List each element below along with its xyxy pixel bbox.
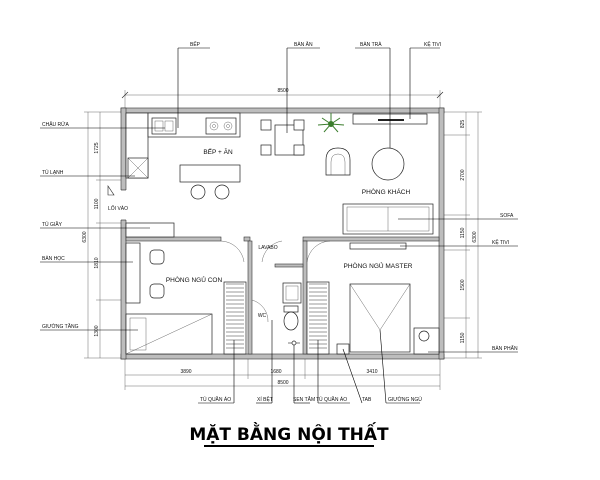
svg-text:SEN TẮM: SEN TẮM: [293, 395, 315, 403]
callout-tu-lanh: TỦ LẠNH: [40, 169, 135, 177]
entry-marker: [107, 185, 115, 196]
svg-text:BẾP: BẾP: [190, 41, 201, 48]
dim-bottom-seg1: 3890: [180, 369, 191, 375]
callout-ban-tra: BÀN TRÀ: [355, 41, 391, 148]
svg-text:TỦ GIẦY: TỦ GIẦY: [42, 221, 63, 228]
fridge-icon: [127, 157, 149, 179]
dim-left-total: 6300: [82, 231, 88, 242]
callout-tu-quan-ao-1: TỦ QUẦN ÁO: [198, 340, 235, 404]
callout-ke-tivi-top: KỆ TIVI: [409, 40, 441, 119]
lavabo-icon: [282, 282, 302, 304]
room-child: PHÒNG NGỦ CON: [166, 275, 223, 284]
dressing-table: [413, 327, 440, 355]
top-dimension: 8500: [121, 88, 444, 110]
svg-text:BÀN PHẤN: BÀN PHẤN: [492, 345, 518, 352]
svg-text:KỆ TIVI: KỆ TIVI: [492, 238, 509, 246]
svg-text:TỦ LẠNH: TỦ LẠNH: [42, 169, 64, 176]
shoe-cabinet: [125, 222, 175, 238]
callout-ban-hoc: BÀN HỌC: [40, 255, 133, 263]
room-wc: WC: [258, 313, 267, 319]
callout-tu-quan-ao-2: TỦ QUẦN ÁO: [316, 340, 350, 404]
dim-left-seg2: 1100: [94, 198, 100, 209]
dim-right-seg5: 1150: [460, 332, 466, 343]
wardrobe-left: [223, 281, 247, 355]
callout-chau-rua: CHẬU RỬA: [40, 121, 165, 129]
dim-left-seg3: 1810: [94, 257, 100, 268]
room-kitchen: BẾP + ĂN: [203, 146, 233, 156]
svg-text:SOFA: SOFA: [500, 213, 514, 219]
armchair-icon: [325, 147, 351, 176]
tea-table: [371, 147, 405, 181]
dim-right-seg4: 1500: [460, 279, 466, 290]
room-master: PHÒNG NGỦ MASTER: [344, 261, 413, 270]
toilet-icon: [283, 305, 299, 331]
callout-ban-phan: BÀN PHẤN: [428, 345, 518, 353]
master-door: [306, 240, 331, 263]
dim-left-seg4: 1300: [94, 325, 100, 336]
callout-giuong-tang: GIƯỜNG TẦNG: [40, 323, 138, 331]
dim-bottom-total: 8500: [277, 380, 288, 386]
shower-icon: [288, 340, 300, 346]
callout-ke-tivi-right: KỆ TIVI: [400, 238, 518, 247]
callout-sofa: SOFA: [398, 213, 518, 220]
child-door: [220, 240, 245, 263]
callout-tu-giay: TỦ GIẦY: [40, 221, 150, 229]
bunk-bed: [125, 313, 213, 355]
bottom-dimensions: 3890 1680 3410 8500: [124, 358, 441, 390]
callout-xi-bet: XÍ BỆT: [256, 320, 273, 404]
wc-door: [251, 240, 283, 323]
dim-right-total: 6300: [472, 231, 478, 242]
stove-icon: [205, 117, 237, 135]
interior-walls: [125, 236, 440, 355]
svg-text:GIƯỜNG TẦNG: GIƯỜNG TẦNG: [42, 323, 79, 330]
svg-text:BÀN ĂN: BÀN ĂN: [294, 41, 313, 48]
dim-bottom-seg2: 1680: [270, 369, 281, 375]
kitchen-island: [179, 164, 241, 200]
svg-text:GIƯỜNG NGỦ: GIƯỜNG NGỦ: [388, 396, 422, 403]
svg-text:KỆ TIVI: KỆ TIVI: [424, 40, 441, 48]
plant-icon: [317, 113, 345, 133]
svg-text:BÀN TRÀ: BÀN TRÀ: [360, 41, 382, 48]
room-living: PHÒNG KHÁCH: [362, 187, 411, 196]
callout-tab: TAB: [342, 348, 372, 404]
master-tv-shelf: [349, 242, 407, 250]
callout-giuong-ngu: GIƯỜNG NGỦ: [379, 329, 422, 404]
wardrobe-right: [306, 281, 330, 355]
dim-right-seg2: 2700: [460, 169, 466, 180]
dim-right-seg3: 1150: [460, 227, 466, 238]
right-dimensions: 825 2700 1150 1500 1150 6300: [440, 111, 482, 359]
dim-top-total: 8500: [277, 88, 288, 94]
dim-bottom-seg3: 3410: [366, 369, 377, 375]
svg-text:TỦ QUẦN ÁO: TỦ QUẦN ÁO: [316, 396, 347, 403]
dining-table: [260, 119, 305, 156]
room-entry: LỐI VÀO: [108, 205, 128, 212]
callout-ban-an: BÀN ĂN: [286, 41, 320, 133]
outer-walls: [120, 107, 445, 360]
callout-sen-tam: SEN TẮM: [293, 345, 315, 404]
left-dimensions: 6300 1725 1100 1810 1300: [82, 111, 125, 359]
page-title: MẶT BẰNG NỘI THẤT: [189, 421, 389, 445]
callout-bep: BẾP: [177, 41, 210, 128]
svg-text:XÍ BỆT: XÍ BỆT: [257, 395, 273, 403]
svg-text:TAB: TAB: [362, 397, 372, 403]
svg-text:TỦ QUẦN ÁO: TỦ QUẦN ÁO: [200, 396, 231, 403]
sink-icon: [151, 117, 177, 135]
study-desk: [125, 242, 165, 304]
dim-left-seg1: 1725: [94, 142, 100, 153]
svg-text:CHẬU RỬA: CHẬU RỬA: [42, 121, 69, 128]
master-bed: [336, 283, 411, 355]
dim-right-seg1: 825: [460, 120, 466, 129]
svg-text:BÀN HỌC: BÀN HỌC: [42, 255, 65, 262]
room-lavabo: LAVABO: [258, 245, 277, 251]
